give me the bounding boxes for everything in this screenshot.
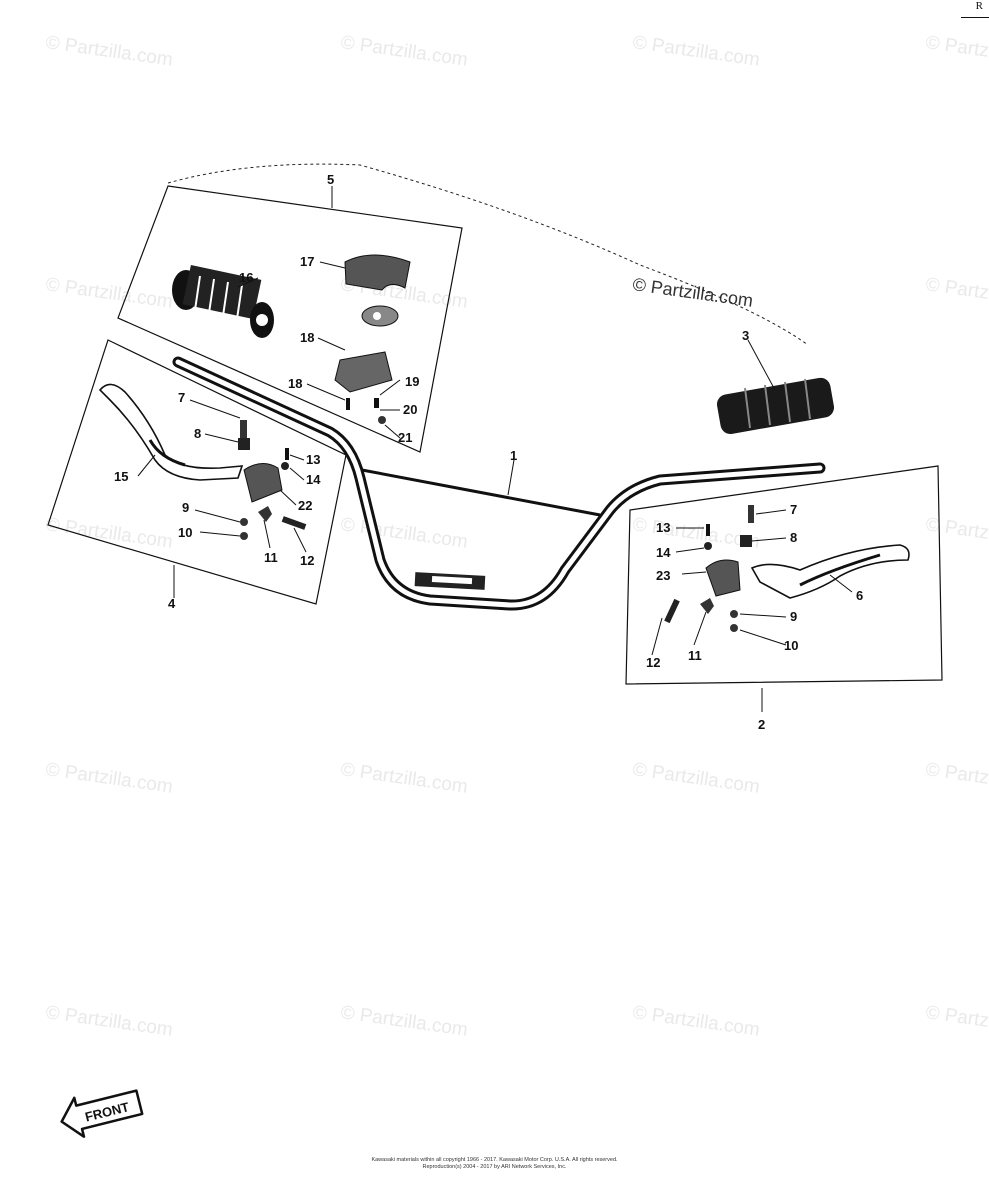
lever-6 xyxy=(664,505,910,632)
callout-10: 10 xyxy=(784,638,798,653)
lever-15 xyxy=(98,383,307,540)
assembly-dashed-curve xyxy=(167,163,809,346)
callout-22: 22 xyxy=(298,498,312,513)
watermark: © Partzilla.com xyxy=(339,759,469,798)
callout-19: 19 xyxy=(405,374,419,389)
callout-20: 20 xyxy=(403,402,417,417)
corner-rule xyxy=(961,17,989,18)
watermark: © Partzilla.com xyxy=(924,759,989,798)
watermark: © Partzilla.com xyxy=(924,1002,989,1041)
callout-5: 5 xyxy=(327,172,334,187)
callout-18: 18 xyxy=(288,376,302,391)
callout-7: 7 xyxy=(790,502,797,517)
corner-mark: R xyxy=(975,0,983,12)
watermark: © Partzilla.com xyxy=(924,514,989,553)
group-box-4 xyxy=(47,339,347,605)
watermark: © Partzilla.com xyxy=(631,274,754,311)
leader-lines xyxy=(137,186,853,712)
callout-2: 2 xyxy=(758,717,765,732)
callout-15: 15 xyxy=(114,469,128,484)
front-arrow: FRONT xyxy=(60,1089,144,1138)
callout-12: 12 xyxy=(300,553,314,568)
callout-14: 14 xyxy=(656,545,671,560)
callout-7: 7 xyxy=(178,390,185,405)
group-box-2 xyxy=(625,465,943,685)
callout-4: 4 xyxy=(168,596,176,611)
callout-11: 11 xyxy=(264,550,278,565)
callout-10: 10 xyxy=(178,525,192,540)
copyright-line-2: Reproduction(s) 2004 - 2017 by ARI Netwo… xyxy=(422,1164,567,1170)
watermark: © Partzilla.com xyxy=(631,759,761,798)
callout-8: 8 xyxy=(790,530,797,545)
watermark: © Partzilla.com xyxy=(339,32,469,71)
handlebar xyxy=(172,356,826,611)
callouts: 5 16 17 18 18 19 20 21 3 1 7 8 15 13 14 … xyxy=(114,172,863,732)
watermark: © Partzilla.com xyxy=(924,274,989,313)
watermark: © Partzilla.com xyxy=(44,1002,174,1041)
watermark: © Partzilla.com xyxy=(339,1002,469,1041)
callout-11: 11 xyxy=(688,648,702,663)
callout-23: 23 xyxy=(656,568,670,583)
callout-12: 12 xyxy=(646,655,660,670)
copyright-line-1: Kawasaki materials within all copyright … xyxy=(371,1157,618,1163)
grip-3 xyxy=(716,377,835,435)
callout-6: 6 xyxy=(856,588,863,603)
watermark: © Partzilla.com xyxy=(44,32,174,71)
callout-13: 13 xyxy=(306,452,320,467)
watermark: © Partzilla.com xyxy=(44,274,174,313)
callout-14: 14 xyxy=(306,472,321,487)
callout-16: 16 xyxy=(239,270,253,285)
watermark: © Partzilla.com xyxy=(44,759,174,798)
callout-17: 17 xyxy=(300,254,314,269)
callout-9: 9 xyxy=(182,500,189,515)
throttle-housing xyxy=(334,254,411,424)
callout-8: 8 xyxy=(194,426,201,441)
grip-16 xyxy=(172,264,274,338)
watermark: © Partzilla.com xyxy=(631,32,761,71)
callout-3: 3 xyxy=(742,328,749,343)
callout-1: 1 xyxy=(510,448,517,463)
callout-21: 21 xyxy=(398,430,412,445)
watermark: © Partzilla.com xyxy=(631,1002,761,1041)
watermark: © Partzilla.com xyxy=(44,514,174,553)
callout-9: 9 xyxy=(790,609,797,624)
watermark: © Partzilla.com xyxy=(924,32,989,71)
callout-13: 13 xyxy=(656,520,670,535)
watermark: © Partzilla.com xyxy=(339,514,469,553)
callout-18: 18 xyxy=(300,330,314,345)
group-box-5 xyxy=(117,185,463,453)
